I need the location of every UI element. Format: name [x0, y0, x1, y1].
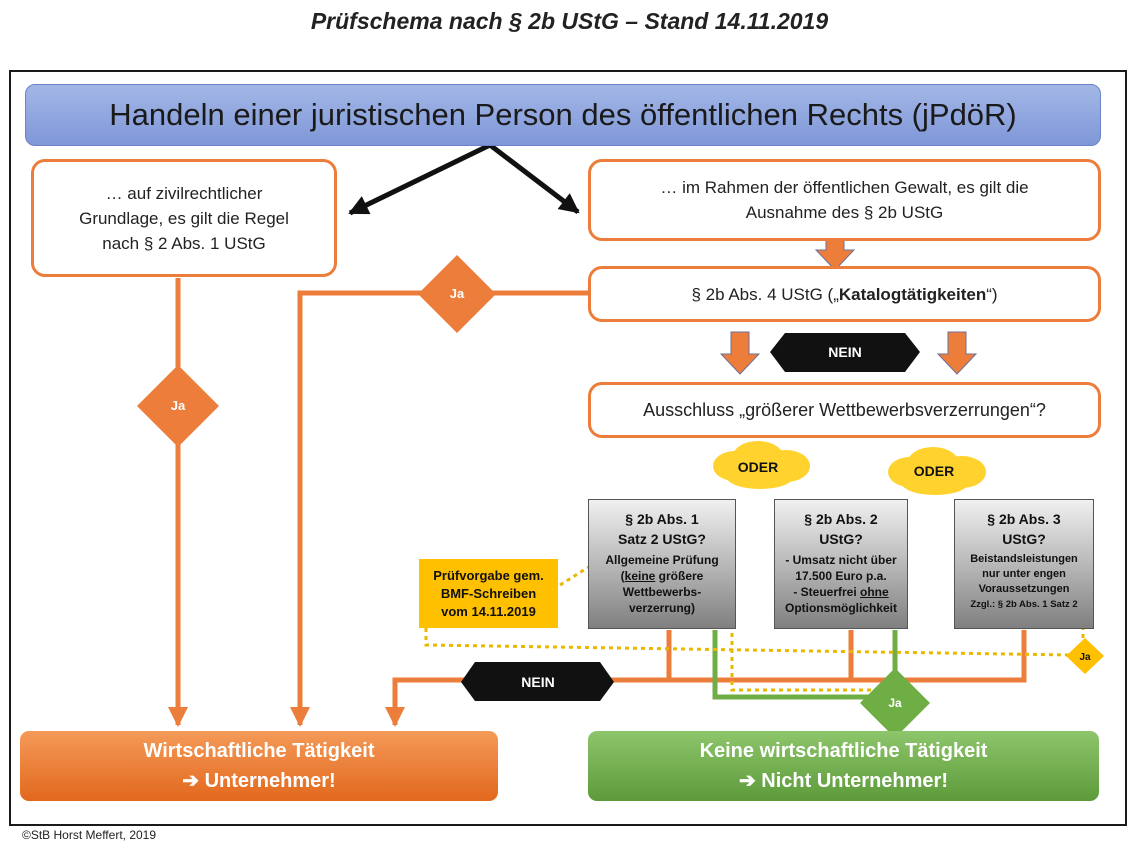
result-unternehmer: Wirtschaftliche Tätigkeit ➔ Unternehmer!	[20, 731, 498, 801]
arrow-left-black	[348, 142, 492, 216]
ja-diamond-yellow	[1066, 638, 1104, 674]
block-arrow-3	[936, 331, 978, 375]
block-arrow-2	[719, 331, 761, 375]
katalog-bold: Katalogtätigkeiten	[838, 284, 987, 304]
abs2-t4: Optionsmöglichkeit	[784, 601, 897, 615]
ja-label-green: Ja	[888, 696, 902, 710]
result-nicht-unternehmer: Keine wirtschaftliche Tätigkeit ➔ Nicht …	[588, 731, 1099, 801]
abs3-h2: UStG?	[1002, 531, 1046, 547]
result-left-line-1: Wirtschaftliche Tätigkeit	[143, 740, 375, 762]
box-abs3: § 2b Abs. 3 UStG? Beistandsleistungen nu…	[954, 499, 1094, 629]
abs1-h1: § 2b Abs. 1	[625, 511, 699, 527]
ja-diamond-left	[137, 365, 219, 447]
abs2-t1: - Umsatz nicht über	[785, 553, 897, 567]
abs1-t1: Allgemeine Prüfung	[605, 553, 719, 567]
header-box: Handeln einer juristischen Person des öf…	[25, 84, 1101, 146]
box-pruefvorgabe: Prüfvorgabe gem. BMF-Schreiben vom 14.11…	[419, 559, 558, 628]
oder-cloud-right: ODER	[888, 447, 986, 495]
zivil-line-1: … auf zivilrechtlicher	[105, 183, 263, 203]
abs2-h1: § 2b Abs. 2	[804, 511, 878, 527]
nein-hexagon-top	[770, 333, 920, 372]
abs3-t4: Zzgl.: § 2b Abs. 1 Satz 2	[970, 599, 1078, 610]
abs1-t2: (keine größere	[620, 569, 704, 583]
abs1-h2: Satz 2 UStG?	[618, 531, 706, 547]
nein-label-top: NEIN	[828, 344, 861, 360]
abs1-t4: verzerrung)	[628, 601, 696, 615]
box-abs2: § 2b Abs. 2 UStG? - Umsatz nicht über 17…	[774, 499, 908, 629]
pruef-line-1: Prüfvorgabe gem.	[433, 567, 544, 583]
oder-label-left: ODER	[738, 459, 778, 475]
line-katalog-ja	[290, 290, 590, 727]
nein-hexagon-bottom	[461, 662, 614, 701]
gewalt-line-1: … im Rahmen der öffentlichen Gewalt, es …	[660, 178, 1029, 197]
abs3-h1: § 2b Abs. 3	[987, 511, 1061, 527]
pruef-line-3: vom 14.11.2019	[441, 603, 536, 619]
gewalt-line-2: Ausnahme des § 2b UStG	[745, 203, 944, 222]
zivil-line-3: nach § 2 Abs. 1 UStG	[102, 233, 266, 253]
result-right-line-2: ➔ Nicht Unternehmer!	[738, 770, 948, 792]
pruef-line-2: BMF-Schreiben	[440, 585, 537, 601]
abs2-t2: 17.500 Euro p.a.	[795, 569, 887, 583]
oder-label-right: ODER	[914, 463, 954, 479]
diagram-title: Prüfschema nach § 2b UStG – Stand 14.11.…	[310, 8, 829, 34]
oder-cloud-left: ODER	[713, 441, 810, 489]
box-abs1: § 2b Abs. 1 Satz 2 UStG? Allgemeine Prüf…	[588, 499, 736, 629]
line-nein-bottom	[385, 630, 1027, 727]
arrow-right-black	[488, 143, 580, 214]
diagram-frame	[9, 70, 1127, 826]
katalog-suffix: “)	[986, 284, 998, 304]
box-ausschluss: Ausschluss „größerer Wettbewerbsverzerru…	[588, 382, 1101, 438]
box-zivilrechtlich: … auf zivilrechtlicher Grundlage, es gil…	[31, 159, 337, 277]
abs2-t3: - Steuerfrei ohne	[793, 585, 889, 599]
katalog-prefix: § 2b Abs. 4 UStG („	[691, 284, 839, 304]
abs2-h2: UStG?	[819, 531, 863, 547]
dotted-pruefvorgabe-bottom	[424, 628, 1071, 657]
ja-diamond-green	[860, 668, 930, 738]
result-right-line-1: Keine wirtschaftliche Tätigkeit	[699, 740, 988, 762]
result-left-line-2: ➔ Unternehmer!	[182, 770, 336, 792]
ja-diamond-katalog	[418, 255, 496, 333]
abs3-t1: Beistandsleistungen	[970, 553, 1078, 565]
abs1-t3: Wettbewerbs-	[622, 585, 702, 599]
box-oeffentliche-gewalt: … im Rahmen der öffentlichen Gewalt, es …	[588, 159, 1101, 241]
ja-label-yellow: Ja	[1079, 652, 1091, 663]
box-katalogtaetigkeiten: § 2b Abs. 4 UStG („Katalogtätigkeiten“)	[588, 266, 1101, 322]
zivil-line-2: Grundlage, es gilt die Regel	[79, 208, 289, 228]
ja-label-left: Ja	[171, 398, 186, 413]
line-green-abs1	[712, 630, 875, 700]
abs3-t2: nur unter engen	[982, 568, 1066, 580]
nein-label-bottom: NEIN	[521, 674, 554, 690]
ja-label-katalog: Ja	[450, 286, 465, 301]
copyright: ©StB Horst Meffert, 2019	[22, 828, 157, 842]
abs3-t3: Voraussetzungen	[978, 583, 1070, 595]
